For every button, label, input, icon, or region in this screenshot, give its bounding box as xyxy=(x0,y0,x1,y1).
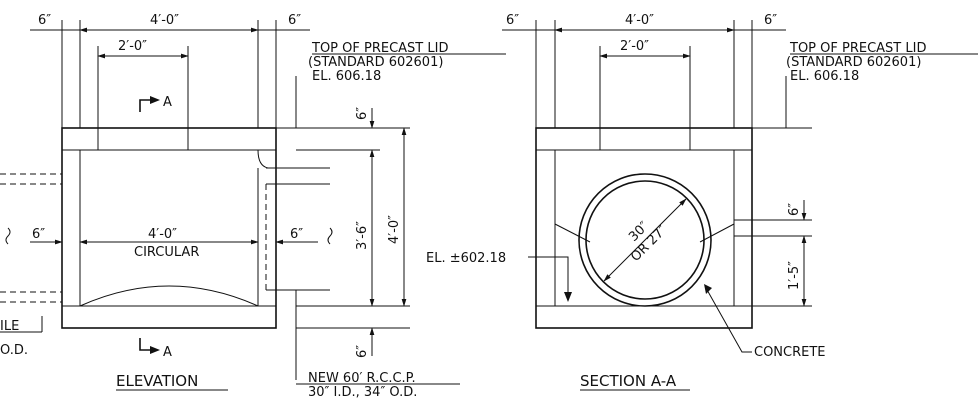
new-pipe-line1: NEW 60′ R.C.C.P. xyxy=(308,371,416,386)
pipe-outer-circle xyxy=(578,173,712,307)
bench-slope xyxy=(699,223,735,243)
section-lid-line1: TOP OF PRECAST LID xyxy=(789,41,926,56)
circular-label: CIRCULAR xyxy=(134,245,199,260)
leader-arrow-icon xyxy=(704,284,712,294)
section-dim-top-left: 6″ xyxy=(506,13,519,28)
section-marker-label-bottom: A xyxy=(163,345,172,360)
section-marker-label: A xyxy=(163,95,172,110)
dim-height-outer: 4′-0″ xyxy=(387,215,402,244)
dim-center: 4′-0″ xyxy=(148,227,177,242)
section-lid-line2: (STANDARD 602601) xyxy=(786,55,921,70)
section-lid-line3: EL. 606.18 xyxy=(790,69,859,84)
section-marker-top xyxy=(139,99,154,112)
dim-top-left: 6″ xyxy=(38,13,51,28)
concrete-leader xyxy=(705,287,752,353)
elevation-view: 6″ 4′-0″ 6″ 2′-0″ A xyxy=(0,13,506,400)
lid-callout-line2: (STANDARD 602601) xyxy=(308,55,443,70)
invert-curve xyxy=(79,285,259,307)
section-dim-side-low: 1′-5″ xyxy=(787,261,802,290)
dim-top-right: 6″ xyxy=(288,13,301,28)
lid-callout-line3: EL. 606.18 xyxy=(312,69,381,84)
concrete-label: CONCRETE xyxy=(754,345,826,360)
section-dim-inner: 2′-0″ xyxy=(620,39,649,54)
section-arrow-icon xyxy=(150,96,160,104)
break-symbol xyxy=(5,227,11,245)
diameter-line xyxy=(603,198,687,282)
wall-fillet xyxy=(257,149,269,169)
dim-top-mid: 4′-0″ xyxy=(150,13,179,28)
pipe-left-label-2: O.D. xyxy=(0,343,28,358)
dim-height-inner: 3′-6″ xyxy=(355,221,370,250)
elevation-title: ELEVATION xyxy=(116,372,198,390)
el-leader xyxy=(528,256,569,300)
section-dim-top-right: 6″ xyxy=(764,13,777,28)
dim-side-right: 6″ xyxy=(290,227,303,242)
structure-outline xyxy=(61,127,277,329)
dim-bottom-small: 6″ xyxy=(355,345,370,358)
section-dim-top-mid: 4′-0″ xyxy=(625,13,654,28)
leader-arrow-icon xyxy=(564,292,572,302)
section-dim-side-top: 6″ xyxy=(787,203,802,216)
lid-callout-line1: TOP OF PRECAST LID xyxy=(311,41,448,56)
section-arrow-icon xyxy=(150,346,160,354)
dim-side-left: 6″ xyxy=(32,227,45,242)
dim-inner: 2′-0″ xyxy=(118,39,147,54)
el-label: EL. ±602.18 xyxy=(426,251,506,266)
section-structure xyxy=(535,127,753,329)
new-pipe-line2: 30″ I.D., 34″ O.D. xyxy=(308,385,417,400)
bench-slope xyxy=(554,223,591,243)
pipe-left-label-1: ILE xyxy=(0,319,19,334)
section-title: SECTION A-A xyxy=(580,372,677,390)
section-view: 6″ 4′-0″ 6″ 2′-0″ 30″ OR 27″ EL. ±602.18… xyxy=(426,13,978,391)
break-symbol xyxy=(327,227,333,245)
dim-top-small: 6″ xyxy=(355,107,370,120)
section-marker-bottom xyxy=(139,338,154,351)
pipe-inner-circle xyxy=(585,180,705,300)
